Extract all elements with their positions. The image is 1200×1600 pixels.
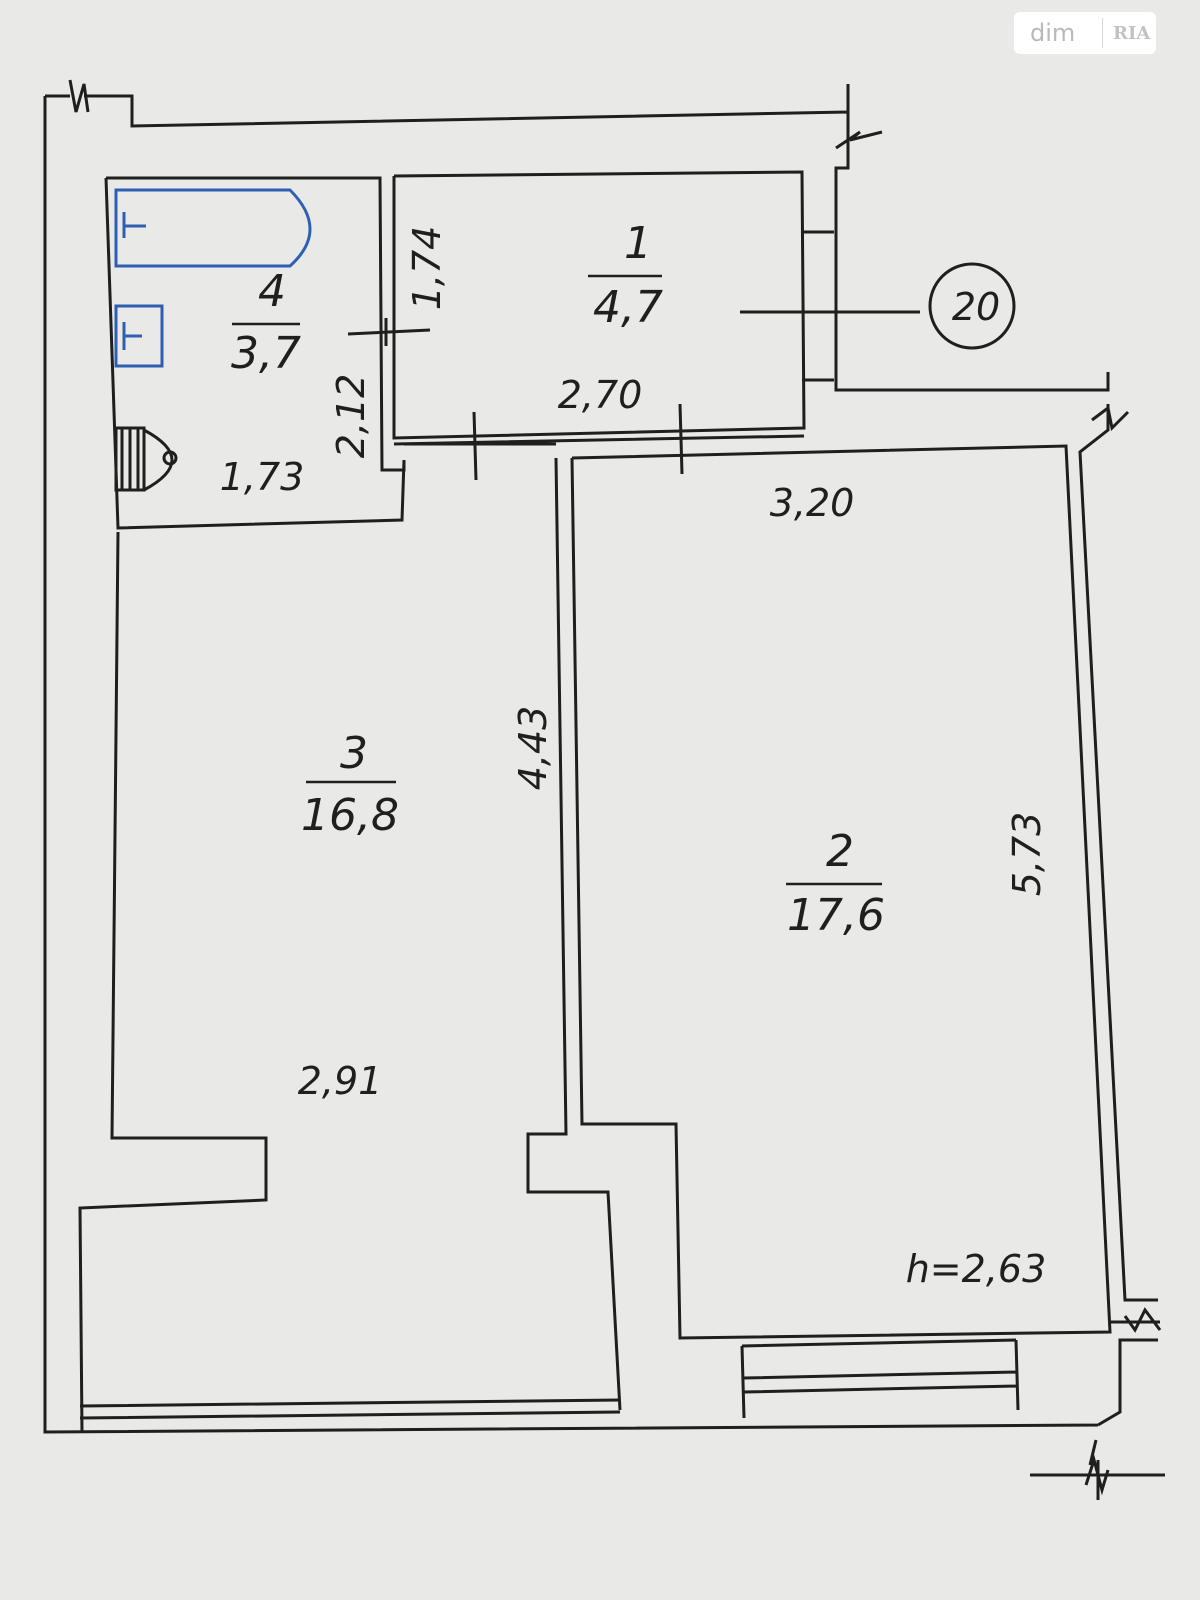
dim-kitchen-height: 4,43 [511, 706, 555, 791]
dim-living-width: 3,20 [770, 481, 855, 525]
toilet-seat-icon [162, 450, 178, 466]
dim-bath-height: 2,12 [329, 374, 373, 459]
axis-marker-circle [928, 262, 1016, 350]
dim-kitchen-width: 2,91 [298, 1059, 383, 1103]
dim-ria-watermark: dim RIA [1014, 12, 1156, 54]
ria-logo-icon: RIA [1113, 22, 1151, 44]
watermark-brand: dim [1030, 19, 1076, 47]
wall-break-marks [68, 79, 1162, 1496]
bath-walls [104, 176, 406, 530]
washbasin-icon [114, 304, 164, 368]
toilet-icon [114, 426, 174, 492]
dim-hall-width: 2,70 [558, 373, 643, 417]
hall-area: 4,7 [593, 282, 663, 333]
kitchen-number: 3 [340, 728, 368, 779]
kitchen-area: 16,8 [301, 790, 399, 841]
hall-number: 1 [624, 218, 652, 269]
dim-bath-width: 1,73 [220, 455, 305, 499]
hall-walls [392, 170, 834, 446]
axis-marker-label: 20 [952, 285, 1000, 329]
ceiling-height: h=2,63 [906, 1247, 1047, 1291]
dim-living-height: 5,73 [1005, 812, 1049, 897]
door-ticks [347, 310, 920, 481]
partition-wall [526, 444, 1112, 1411]
dim-hall-height: 1,74 [405, 226, 449, 311]
living-number: 2 [826, 826, 854, 877]
living-area: 17,6 [787, 890, 885, 941]
balcony-door [740, 1338, 1020, 1419]
watermark-divider [1102, 18, 1103, 48]
kitchen-walls [78, 531, 621, 1433]
bathtub-icon [114, 188, 312, 268]
bath-number: 4 [258, 266, 286, 317]
bath-area: 3,7 [231, 328, 301, 379]
